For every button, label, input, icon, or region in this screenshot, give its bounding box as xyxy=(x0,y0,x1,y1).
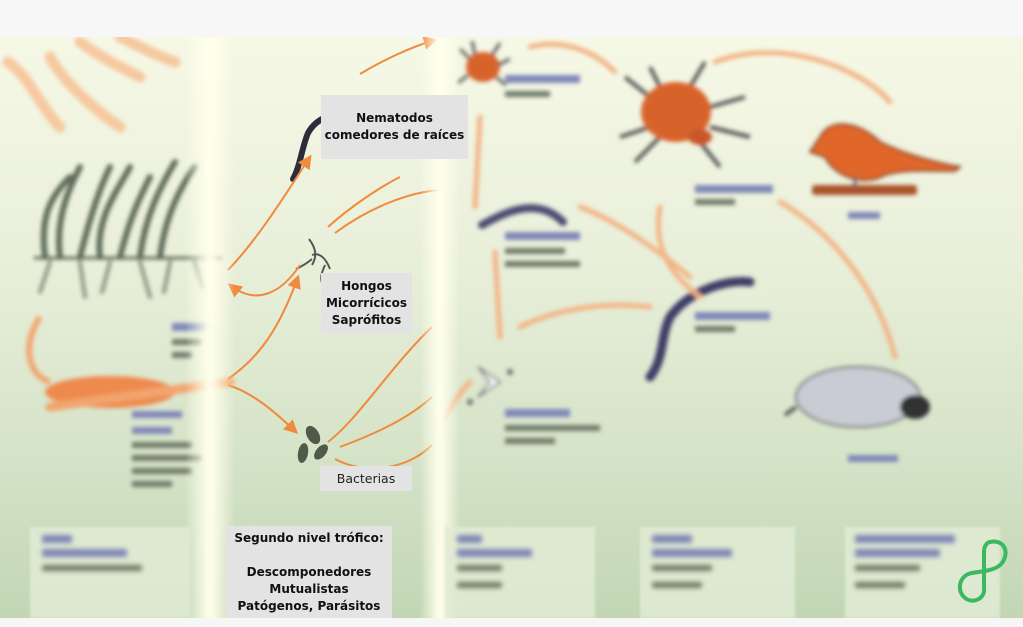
protozoa-icon xyxy=(467,366,513,405)
bacteria-icon xyxy=(297,425,328,463)
label-line: Patógenos, Parásitos xyxy=(237,598,381,613)
blurred-label xyxy=(457,549,532,557)
nematode-icon xyxy=(478,204,567,229)
blurred-label xyxy=(652,565,712,571)
label-line: Saprófitos xyxy=(331,312,402,327)
label-line: comedores de raíces xyxy=(324,128,465,142)
food-web-diagram: Nematodos comedores de raíces Hongos Mic… xyxy=(0,37,1023,618)
blurred-label xyxy=(42,549,127,557)
blurred-label xyxy=(457,535,482,543)
label-line: Descomponedores xyxy=(246,564,372,579)
blurred-label xyxy=(652,582,702,588)
bird-icon xyxy=(808,123,963,195)
label-heading: Segundo nivel trófico: xyxy=(234,530,384,545)
trophic-level-box-first xyxy=(30,527,190,618)
column-divider xyxy=(185,37,235,618)
mite-icon xyxy=(619,60,751,169)
label-line: Hongos xyxy=(341,278,392,293)
blurred-label xyxy=(855,535,955,543)
mole-icon xyxy=(783,366,930,428)
label-fungi: Hongos Micorrícicos Saprófitos xyxy=(321,273,412,333)
blurred-label xyxy=(457,582,502,588)
blurred-label xyxy=(42,565,142,571)
blurred-artwork xyxy=(2,37,963,487)
trophic-level-box-fourth xyxy=(640,527,795,618)
blurred-label xyxy=(652,535,692,543)
diagram-canvas xyxy=(2,37,963,487)
label-line: Bacterias xyxy=(336,471,396,486)
label-second-trophic-level: Segundo nivel trófico: Descomponedores M… xyxy=(226,526,392,618)
label-nematodes-root-feeders: Nematodos comedores de raíces xyxy=(321,95,468,159)
nematode-icon xyxy=(645,276,755,382)
label-line: Mutualistas xyxy=(269,581,349,596)
blurred-label xyxy=(855,549,940,557)
label-bacteria: Bacterias xyxy=(320,466,412,491)
blurred-label xyxy=(652,549,732,557)
sun-rays-icon xyxy=(2,37,181,133)
blurred-label xyxy=(457,565,502,571)
infinity-s-logo-icon xyxy=(957,539,1008,603)
blurred-label xyxy=(855,565,920,571)
trophic-level-box-third xyxy=(445,527,595,618)
label-line: Nematodos xyxy=(356,111,433,125)
blurred-label xyxy=(42,535,72,543)
blurred-label xyxy=(855,582,905,588)
bottom-strip xyxy=(0,618,1023,627)
plant-icon xyxy=(33,159,222,299)
small-arthropod-icon xyxy=(457,40,511,87)
label-line: Micorrícicos xyxy=(325,295,408,310)
